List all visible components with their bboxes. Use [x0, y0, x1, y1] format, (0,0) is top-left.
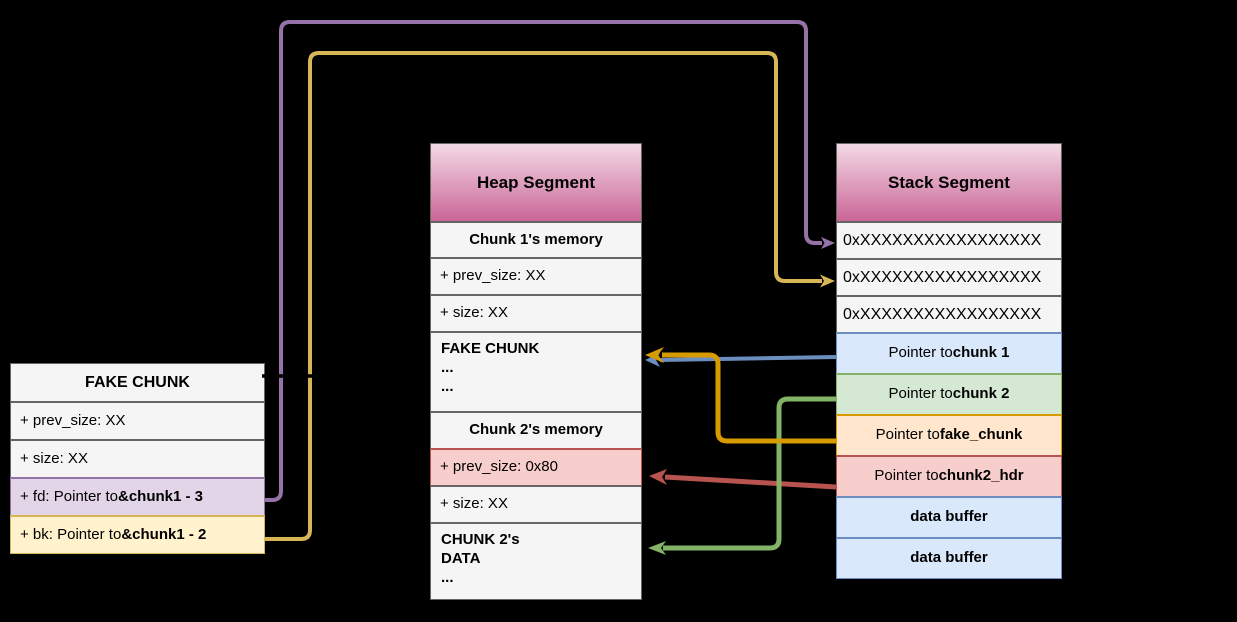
- stack-address-row-3: 0xXXXXXXXXXXXXXXXXX: [836, 295, 1062, 333]
- fake-chunk-fd-row: + fd: Pointer to &chunk1 - 3: [10, 477, 265, 516]
- stack-pointer-chunk2-row: Pointer to chunk 2: [836, 373, 1062, 415]
- heap-segment-table: Heap Segment Chunk 1's memory + prev_siz…: [430, 143, 642, 600]
- chunk1-ptr-arrow-line: [659, 355, 837, 362]
- fake-chunk-size-label: + size: XX: [20, 449, 88, 467]
- pointer-chunk2-hdr-target: chunk2_hdr: [938, 467, 1024, 485]
- data-buffer-label-1: data buffer: [910, 508, 988, 526]
- heap-chunk1-prev-size-row: + prev_size: XX: [430, 257, 642, 295]
- chunk1-memory-label: Chunk 1's memory: [469, 230, 603, 248]
- chunk2-ptr-arrowhead-icon: [648, 541, 666, 555]
- heap-segment-header: Heap Segment: [430, 143, 642, 222]
- heap-chunk2-prev-size-row: + prev_size: 0x80: [430, 448, 642, 486]
- heap-fake-chunk-line1: FAKE CHUNK: [441, 340, 540, 357]
- fake-chunk-bk-row: + bk: Pointer to &chunk1 - 2: [10, 515, 265, 554]
- heap-fake-chunk-row: FAKE CHUNK ... ...: [430, 331, 642, 412]
- bk-label-target: &chunk1 - 2: [121, 525, 207, 543]
- heap-chunk2-data-row: CHUNK 2's DATA ...: [430, 522, 642, 600]
- pointer-chunk1-prefix: Pointer to: [888, 344, 953, 362]
- stack-data-buffer-row-1: data buffer: [836, 496, 1062, 538]
- fake-chunk-header: FAKE CHUNK: [10, 363, 265, 402]
- data-buffer-label-2: data buffer: [910, 549, 988, 567]
- chunk1-prev-size-label: + prev_size: XX: [440, 267, 546, 285]
- fake-chunk-ptr-arrowhead-icon: [645, 347, 664, 363]
- stack-address-row-1: 0xXXXXXXXXXXXXXXXXX: [836, 221, 1062, 259]
- bk-arrowhead-icon: [820, 274, 835, 288]
- stack-pointer-chunk1-row: Pointer to chunk 1: [836, 332, 1062, 374]
- heap-chunk1-size-row: + size: XX: [430, 294, 642, 332]
- stack-segment-title: Stack Segment: [888, 172, 1010, 192]
- chunk2-data-line1: CHUNK 2's: [441, 531, 520, 548]
- fake-chunk-prev-size-row: + prev_size: XX: [10, 401, 265, 440]
- stack-pointer-chunk2-hdr-row: Pointer to chunk2_hdr: [836, 455, 1062, 497]
- chunk2-hdr-ptr-arrowhead-icon: [649, 469, 667, 485]
- chunk2-hdr-ptr-arrow-line: [664, 474, 837, 490]
- chunk1-size-label: + size: XX: [440, 304, 508, 322]
- heap-fake-chunk-line3: ...: [441, 377, 454, 395]
- fake-chunk-size-row: + size: XX: [10, 439, 265, 478]
- chunk2-ptr-arrow-line: [663, 396, 836, 551]
- stack-address-1: 0xXXXXXXXXXXXXXXXXX: [843, 231, 1042, 249]
- chunk1-ptr-arrowhead-icon: [645, 353, 660, 367]
- stack-address-row-2: 0xXXXXXXXXXXXXXXXXX: [836, 258, 1062, 296]
- fake-chunk-ptr-arrow-line: [662, 352, 836, 444]
- stack-address-2: 0xXXXXXXXXXXXXXXXXX: [843, 268, 1042, 286]
- fd-arrowhead-icon: [821, 237, 835, 249]
- stack-data-buffer-row-2: data buffer: [836, 537, 1062, 579]
- pointer-chunk2-hdr-prefix: Pointer to: [874, 467, 939, 485]
- chunk2-memory-label: Chunk 2's memory: [469, 421, 603, 439]
- pointer-fake-chunk-prefix: Pointer to: [875, 426, 940, 444]
- fake-chunk-prev-size-label: + prev_size: XX: [20, 411, 126, 429]
- fd-label-prefix: + fd: Pointer to: [20, 487, 118, 505]
- chunk2-prev-size-label: + prev_size: 0x80: [440, 458, 558, 476]
- stack-pointer-fake-chunk-row: Pointer to fake_chunk: [836, 414, 1062, 456]
- heap-segment-title: Heap Segment: [476, 172, 596, 192]
- pointer-chunk2-target: chunk 2: [952, 385, 1010, 403]
- stack-segment-header: Stack Segment: [836, 143, 1062, 222]
- stack-segment-table: Stack Segment 0xXXXXXXXXXXXXXXXXX 0xXXXX…: [836, 143, 1062, 579]
- fd-label-target: &chunk1 - 3: [117, 487, 204, 505]
- heap-chunk2-size-row: + size: XX: [430, 485, 642, 523]
- heap-chunk2-memory-row: Chunk 2's memory: [430, 411, 642, 449]
- fake-chunk-title: FAKE CHUNK: [85, 373, 190, 391]
- bk-label-prefix: + bk: Pointer to: [20, 525, 122, 543]
- chunk2-data-line3: ...: [441, 568, 454, 586]
- fake-chunk-table: FAKE CHUNK + prev_size: XX + size: XX + …: [10, 363, 265, 554]
- stack-address-3: 0xXXXXXXXXXXXXXXXXX: [843, 305, 1042, 323]
- pointer-chunk1-target: chunk 1: [952, 344, 1010, 362]
- pointer-fake-chunk-target: fake_chunk: [939, 426, 1023, 444]
- chunk2-size-label: + size: XX: [440, 495, 508, 513]
- heap-chunk1-memory-row: Chunk 1's memory: [430, 221, 642, 258]
- heap-fake-chunk-line2: ...: [441, 358, 454, 376]
- chunk2-data-line2: DATA: [441, 549, 481, 567]
- pointer-chunk2-prefix: Pointer to: [888, 385, 953, 403]
